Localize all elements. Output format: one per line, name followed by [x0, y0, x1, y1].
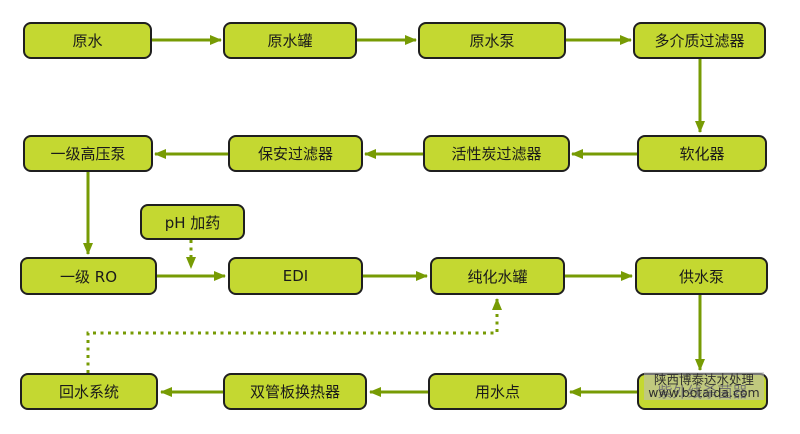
node-raw-water: 原水 — [23, 22, 152, 59]
node-supply-pump: 供水泵 — [635, 257, 768, 295]
edge-return-to-purified-tank-dotted — [86, 298, 502, 373]
node-water-use-point: 用水点 — [428, 373, 567, 410]
node-raw-water-tank: 原水罐 — [223, 22, 357, 59]
node-edi: EDI — [228, 257, 363, 295]
node-first-stage-ro: 一级 RO — [20, 257, 157, 295]
node-multimedia-filter: 多介质过滤器 — [633, 22, 766, 59]
node-double-tube-sheet-heat-exchanger: 双管板换热器 — [223, 373, 367, 410]
node-ph-dosing: pH 加药 — [140, 204, 245, 240]
node-first-stage-high-pressure-pump: 一级高压泵 — [23, 135, 153, 172]
node-return-water-system: 回水系统 — [20, 373, 158, 410]
node-purified-water-tank: 纯化水罐 — [430, 257, 565, 295]
node-security-filter: 保安过滤器 — [228, 135, 363, 172]
node-raw-water-pump: 原水泵 — [418, 22, 566, 59]
node-activated-carbon-filter: 活性炭过滤器 — [423, 135, 570, 172]
watermark: 陕西博泰达水处理 www.botaida.com — [644, 372, 764, 400]
watermark-company: 陕西博泰达水处理 — [653, 371, 754, 387]
node-softener: 软化器 — [637, 135, 767, 172]
watermark-url: www.botaida.com — [648, 385, 760, 400]
